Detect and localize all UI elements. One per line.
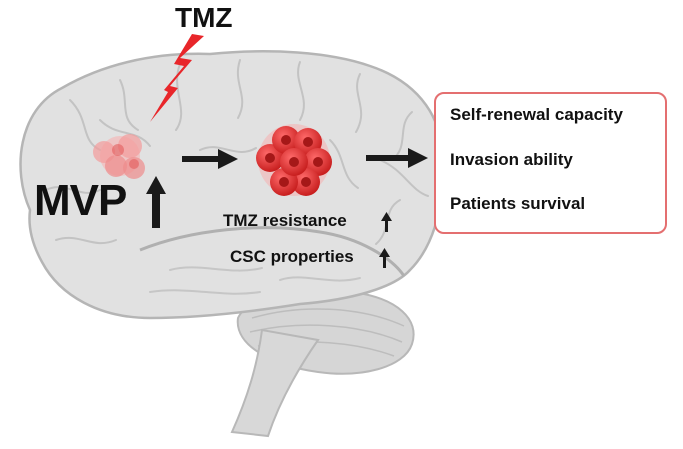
tumor-small-icon <box>93 134 145 179</box>
mvp-increase-arrow <box>146 176 166 228</box>
outcome-invasion: Invasion ability <box>450 150 573 169</box>
tmz-resistance-label: TMZ resistance <box>223 211 347 230</box>
csc-properties-label: CSC properties <box>230 247 354 266</box>
tmz-label: TMZ <box>175 2 233 33</box>
lightning-icon <box>150 34 204 122</box>
progression-arrow-1 <box>182 149 238 169</box>
outcome-survival: Patients survival <box>450 194 586 213</box>
outcomes-box: Self-renewal capacity Invasion ability P… <box>434 92 667 234</box>
tumor-large-icon <box>256 124 332 196</box>
tmz-resistance-up-arrow <box>381 212 392 232</box>
csc-properties-up-arrow <box>379 248 390 268</box>
outcome-self-renewal: Self-renewal capacity <box>450 105 623 124</box>
progression-arrow-2 <box>366 148 428 168</box>
mvp-label: MVP <box>34 176 127 225</box>
brainstem <box>230 328 320 438</box>
